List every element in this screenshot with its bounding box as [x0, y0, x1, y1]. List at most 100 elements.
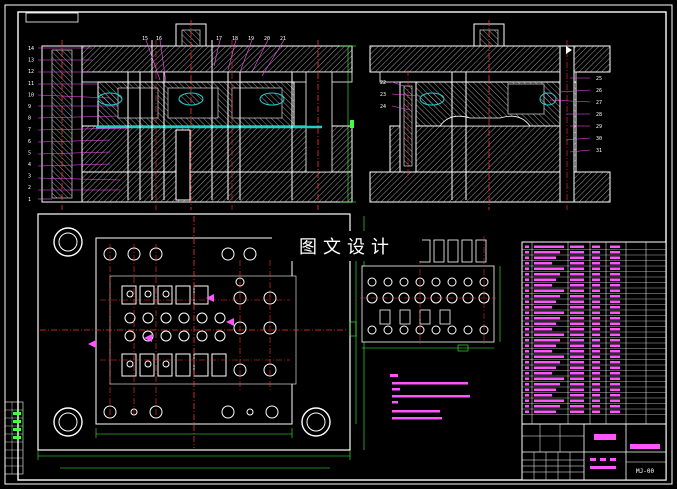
part-number-label: 3: [28, 174, 31, 180]
bom-cell: [592, 388, 600, 391]
bom-cell: [525, 278, 529, 281]
bom-cell: [610, 311, 620, 314]
bom-cell: [610, 372, 620, 375]
bom-cell: [570, 344, 584, 347]
bom-cell: [610, 355, 620, 358]
bom-cell: [525, 251, 529, 254]
bom-cell: [570, 328, 584, 331]
bom-cell: [610, 251, 620, 254]
bom-cell: [610, 328, 620, 331]
bom-cell: [610, 366, 620, 369]
bom-cell: [570, 262, 584, 265]
bom-cell: [570, 300, 584, 303]
part-number-label: 8: [28, 116, 31, 122]
bom-cell: [534, 350, 552, 353]
bom-cell: [592, 377, 600, 380]
bom-cell: [534, 339, 560, 342]
part-number-label: 22: [380, 80, 386, 86]
bom-cell: [534, 405, 560, 408]
bom-cell: [592, 317, 600, 320]
bom-cell: [610, 410, 620, 413]
bom-cell: [592, 295, 600, 298]
bom-cell: [610, 245, 620, 248]
part-number-label: 15: [142, 36, 148, 42]
bom-cell: [592, 262, 600, 265]
part-number-label: 28: [596, 112, 602, 118]
bom-cell: [570, 377, 584, 380]
bom-cell: [525, 328, 529, 331]
bom-cell: [610, 289, 620, 292]
front-section-view: [37, 20, 356, 210]
bom-cell: [610, 267, 620, 270]
bom-cell: [610, 295, 620, 298]
bom-cell: [570, 245, 584, 248]
bom-cell: [592, 394, 600, 397]
bom-cell: [534, 366, 556, 369]
bom-cell: [525, 366, 529, 369]
title-block: MJ-00: [521, 423, 667, 481]
bom-cell: [592, 405, 600, 408]
bom-cell: [525, 300, 529, 303]
bom-cell: [610, 394, 620, 397]
bom-cell: [534, 328, 552, 331]
bom-cell: [570, 405, 584, 408]
bom-cell: [592, 273, 600, 276]
bom-cell: [592, 267, 600, 270]
bom-cell: [570, 284, 584, 287]
bom-cell: [525, 245, 529, 248]
bom-cell: [534, 300, 556, 303]
part-number-label: 5: [28, 150, 31, 156]
bom-cell: [610, 317, 620, 320]
part-number-label: 17: [216, 36, 222, 42]
bom-cell: [610, 273, 620, 276]
bom-cell: [525, 262, 529, 265]
bom-cell: [525, 339, 529, 342]
part-number-label: 16: [156, 36, 162, 42]
bom-cell: [570, 366, 584, 369]
bom-cell: [592, 300, 600, 303]
bom-cell: [610, 405, 620, 408]
outer-border: [4, 4, 673, 485]
part-number-label: 4: [28, 162, 31, 168]
bom-cell: [592, 350, 600, 353]
bom-cell: [592, 306, 600, 309]
bom-cell: [534, 372, 552, 375]
bom-cell: [525, 344, 529, 347]
part-number-label: 10: [28, 92, 34, 98]
bom-cell: [592, 361, 600, 364]
bom-cell: [534, 383, 560, 386]
bom-cell: [592, 278, 600, 281]
bom-cell: [610, 300, 620, 303]
bom-cell: [570, 350, 584, 353]
bom-cell: [534, 410, 556, 413]
bom-cell: [610, 344, 620, 347]
bom-cell: [534, 394, 552, 397]
bom-cell: [570, 361, 584, 364]
bom-cell: [534, 306, 552, 309]
bom-cell: [570, 388, 584, 391]
part-number-label: 29: [596, 124, 602, 130]
bom-cell: [610, 256, 620, 259]
part-number-label: 30: [596, 136, 602, 142]
bom-cell: [570, 372, 584, 375]
bom-cell: [525, 399, 529, 402]
bom-cell: [570, 295, 584, 298]
bom-cell: [592, 311, 600, 314]
part-number-label: 13: [28, 58, 34, 64]
bom-cell: [570, 256, 584, 259]
bom-cell: [592, 399, 600, 402]
bom-cell: [534, 388, 556, 391]
bom-cell: [570, 278, 584, 281]
bom-cell: [525, 322, 529, 325]
side-section-view: [369, 20, 611, 210]
bom-cell: [525, 394, 529, 397]
bom-cell: [570, 410, 584, 413]
bom-cell: [534, 344, 556, 347]
bom-cell: [525, 284, 529, 287]
bom-cell: [534, 267, 564, 270]
part-number-label: 18: [232, 36, 238, 42]
bom-cell: [610, 333, 620, 336]
bom-cell: [534, 322, 556, 325]
bom-cell: [610, 322, 620, 325]
